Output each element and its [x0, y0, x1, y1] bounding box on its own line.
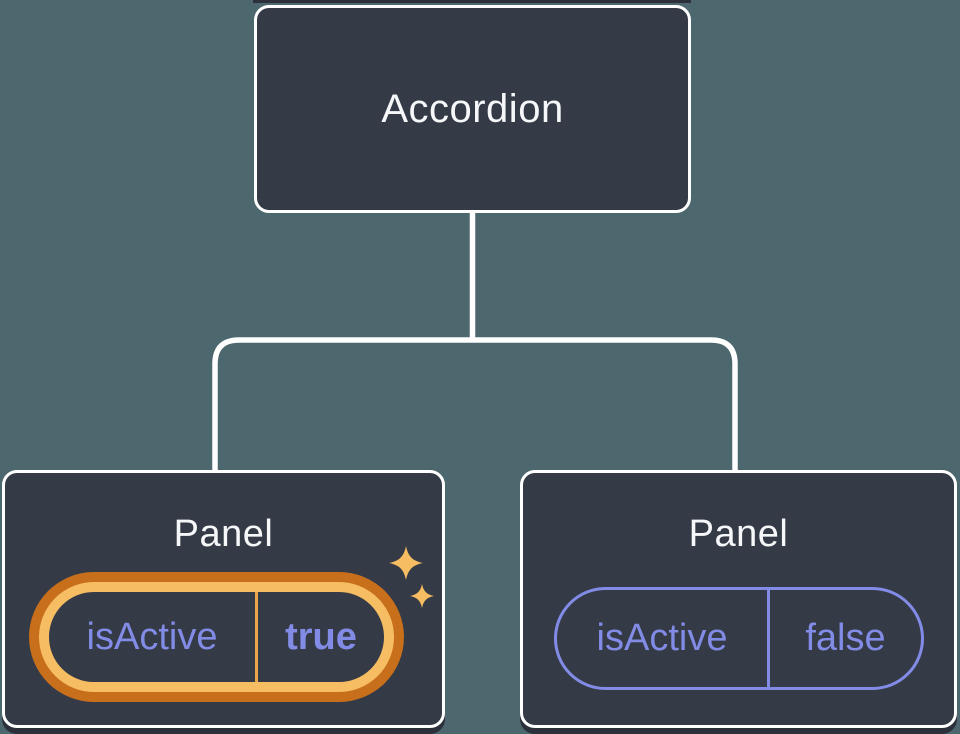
- node-label: Panel: [173, 513, 274, 555]
- node-label: Accordion: [381, 87, 564, 131]
- node-panel-active: Panel isActive true: [2, 470, 445, 728]
- state-key-label: isActive: [86, 615, 218, 658]
- node-panel-inactive: Panel isActive false: [520, 470, 957, 728]
- state-pill: isActive false: [554, 587, 924, 690]
- state-value-label: false: [805, 617, 886, 659]
- state-value-label: true: [285, 615, 357, 658]
- pill-divider: [767, 590, 770, 687]
- sparkles-icon: [389, 546, 434, 608]
- state-pill-highlighted: isActive true: [39, 582, 394, 692]
- state-key-label: isActive: [596, 617, 728, 659]
- node-accordion: Accordion: [254, 5, 691, 213]
- cropped-edge-artifact: [253, 0, 691, 3]
- pill-divider: [255, 592, 258, 682]
- node-label: Panel: [688, 513, 789, 555]
